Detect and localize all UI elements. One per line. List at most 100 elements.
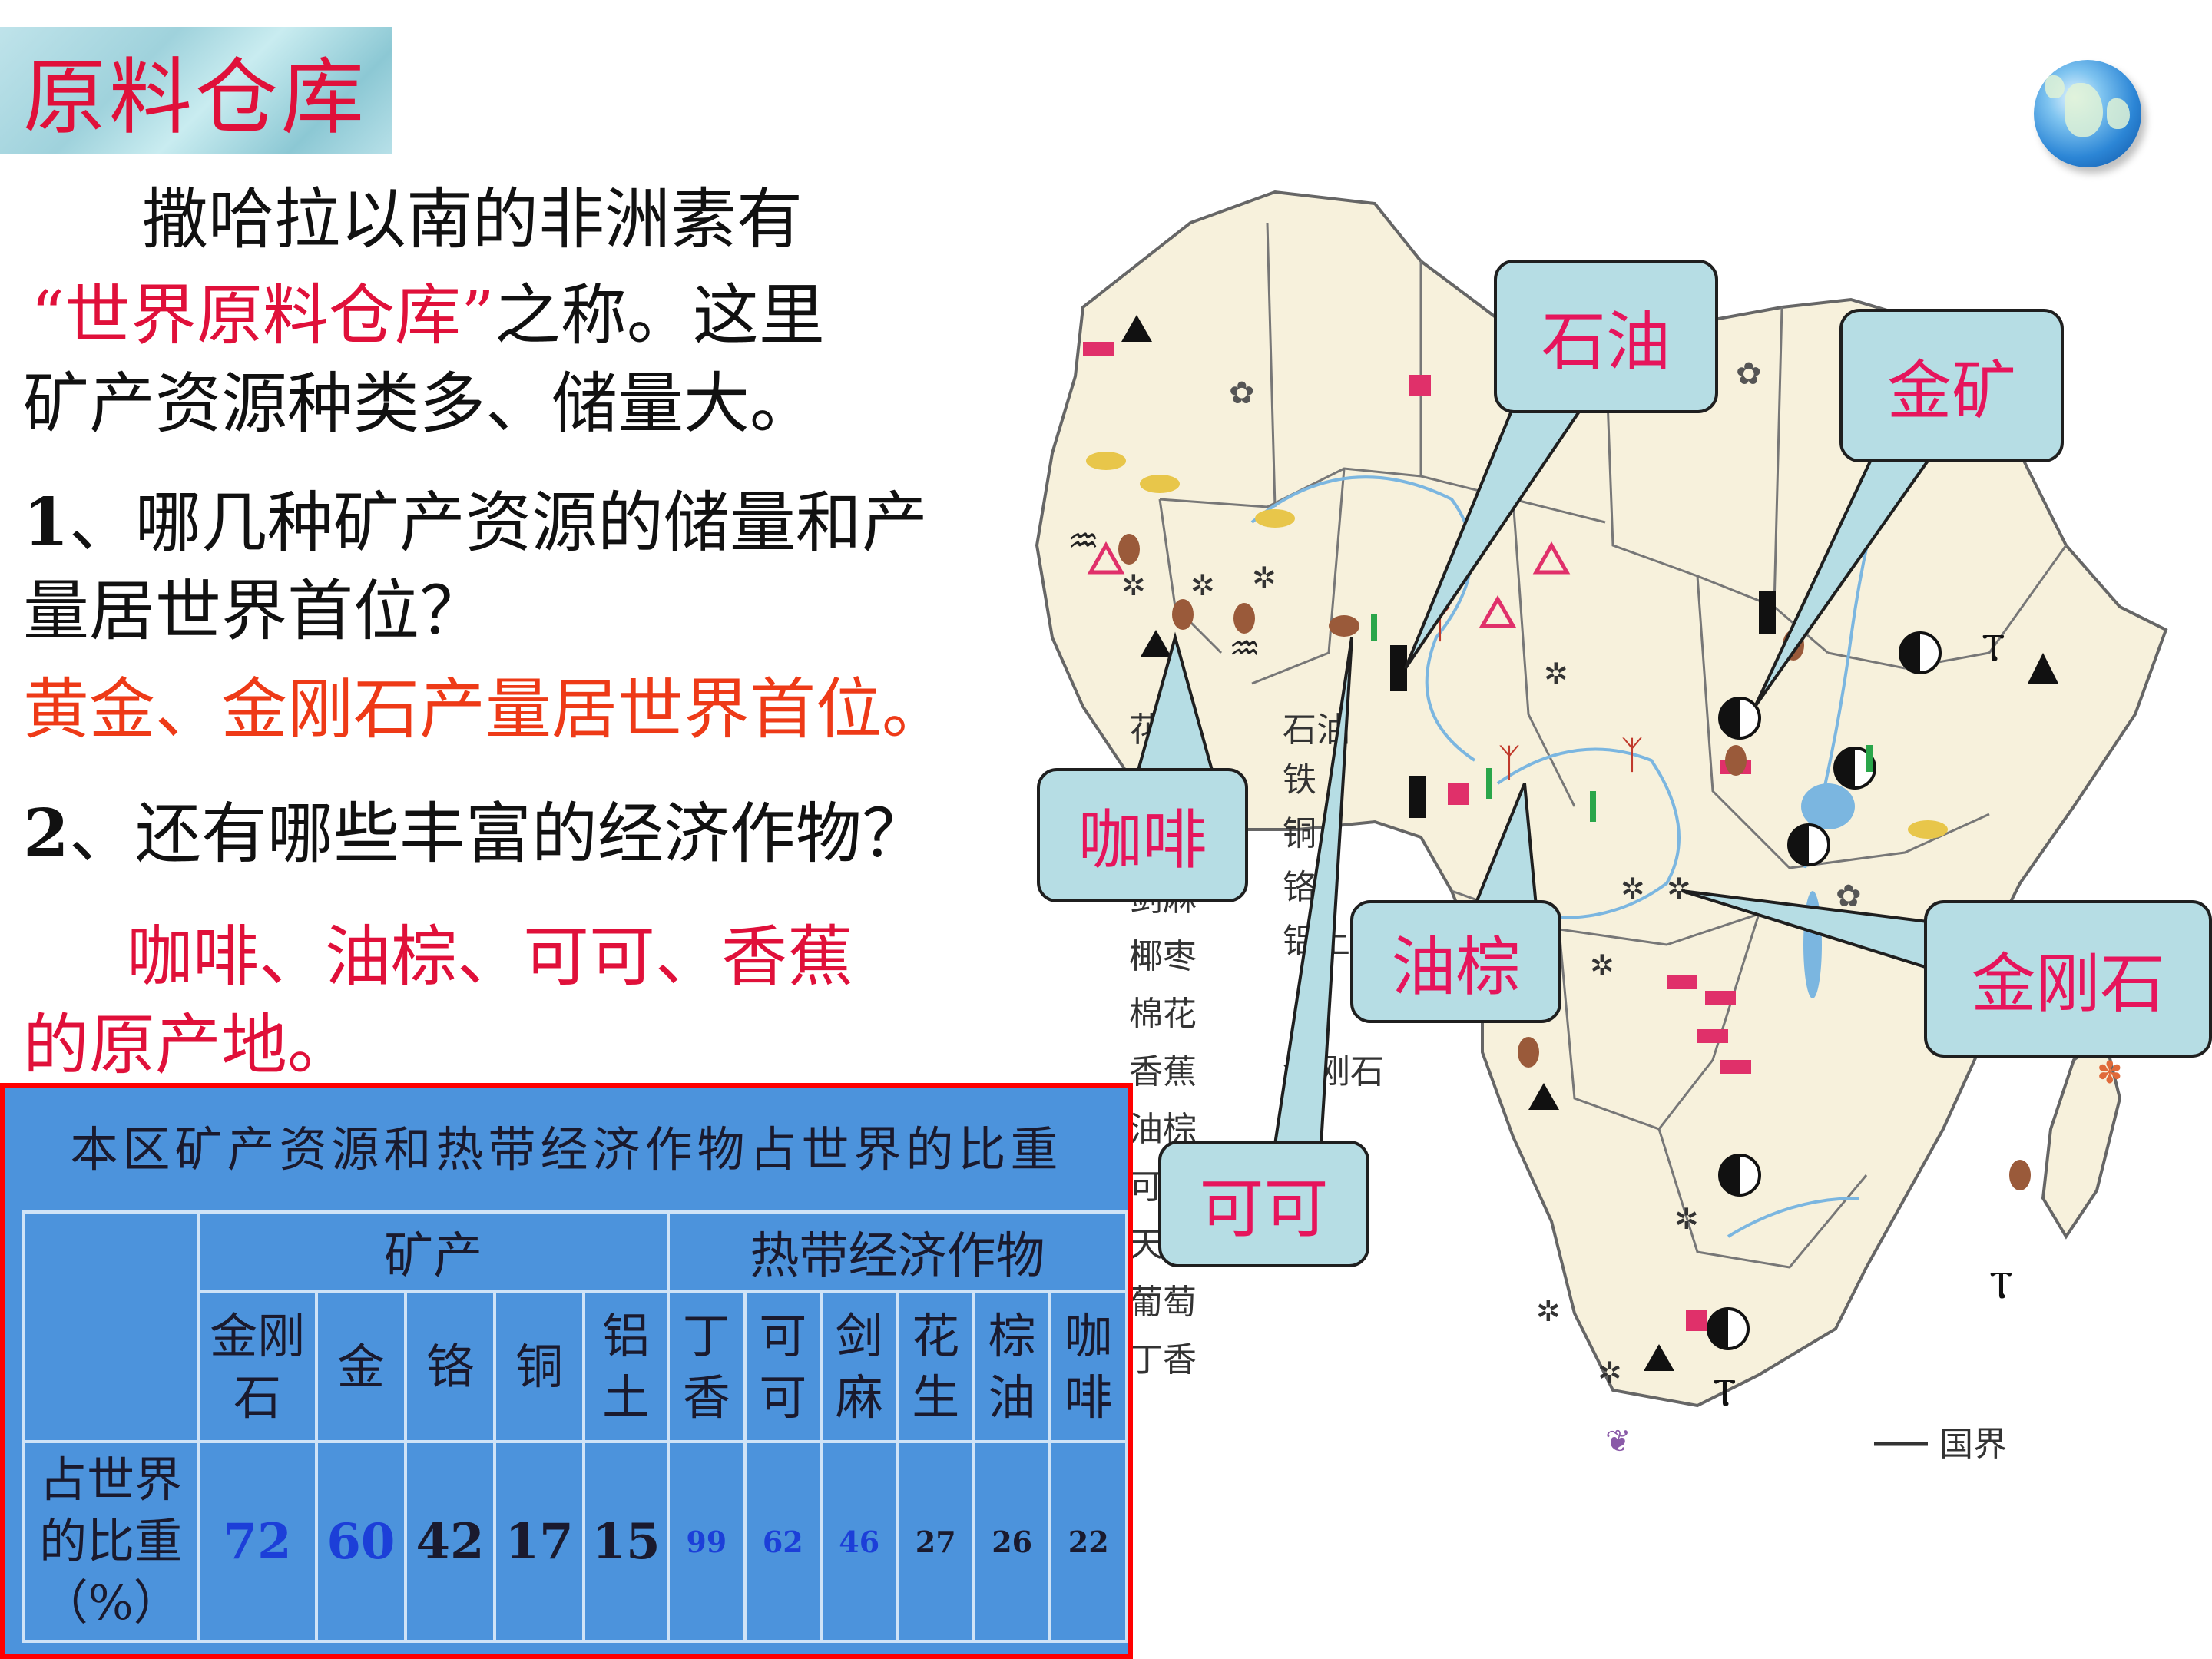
coffee-bean-icon [1329,615,1359,637]
copper-icon [1667,975,1697,989]
diamond-icon: ✲ [1190,568,1215,602]
iron-icon [1532,541,1571,575]
border-legend-label: 国界 [1939,1425,2007,1464]
oil-callout-pointer [1404,406,1585,670]
table-value-cell: 72 [197,1440,318,1643]
question-1-line-2: 量居世界首位？ [23,573,485,650]
table-item-header: 棕油 [972,1290,1052,1443]
copper-icon [1083,342,1114,356]
iron-icon [1087,541,1125,575]
callout-oil: 石油 [1494,260,1718,413]
bauxite-icon [1121,315,1152,342]
diamond-icon: ✲ [1544,657,1568,690]
legend-item: 葡萄 [1129,1283,1197,1322]
table-value-cell: 62 [743,1440,823,1643]
table-item-header: 金刚石 [197,1290,318,1443]
question-2-text: 、还有哪些丰富的经济作物？ [68,796,928,873]
diamond-icon: ✲ [1674,1202,1699,1236]
callout-gold: 金矿 [1839,309,2064,462]
oil-well-icon [1390,645,1407,691]
question-2-answer-line-1: 咖啡、油棕、可可、香蕉 [127,919,853,995]
bauxite-icon [1528,1083,1559,1110]
legend-item: 椰枣 [1129,937,1197,976]
table-item-header: 剑麻 [819,1290,899,1443]
legend-item: 铜 [1283,814,1316,853]
oil-palm-icon: ᛉ [1498,740,1521,785]
sisal-icon [1866,745,1873,772]
copper-icon [1705,991,1736,1005]
coffee-bean-icon [1518,1037,1539,1068]
callout-coffee: 咖啡 [1037,768,1248,902]
diamond-icon: ✲ [1121,568,1146,602]
minerals-group-header: 矿产 [197,1210,671,1293]
table-item-header: 金 [314,1290,407,1443]
peanut-icon [1255,509,1295,528]
diamond-callout-pointer [1681,889,1929,970]
intro-line-2: “世界原料仓库”之称。这里 [31,273,825,359]
diamond-icon: ✲ [1598,1356,1622,1389]
iron-icon [1479,594,1517,628]
oil-well-icon [1409,776,1426,818]
sisal-icon [1486,768,1492,799]
coffee-bean-icon [2009,1160,2031,1190]
bauxite-icon [1141,630,1171,657]
callout-oil-palm: 油棕 [1350,900,1561,1023]
diamond-icon: ✲ [1536,1294,1561,1328]
coffee-callout-pointer [1134,631,1216,777]
banana-icon: ♒ [1068,520,1099,561]
map-symbols: ᛉ ᛉ ᛉ ✲ ✲ ✲ ✲ ✲ ✲ ✲ ✲ ✲ ✲ ✿ ✿ ✿ ✽ ✽ ✽ [1068,315,2123,1459]
oil-well-icon [1759,591,1776,634]
coffee-bean-icon [1725,745,1747,776]
lake-victoria [1801,783,1855,830]
gold-icon [1707,1307,1750,1350]
question-1-number: 1 [23,484,69,561]
cotton-icon: ✿ [1736,356,1762,392]
question-2-line-1: 2、还有哪些丰富的经济作物？ [23,791,928,877]
row-label-cell: 占世界的比重（%） [21,1440,200,1643]
bauxite-icon [1644,1344,1674,1371]
country-borders [1158,222,2068,1269]
sisal-icon [1590,791,1596,822]
table-value-cell: 42 [403,1440,497,1643]
coffee-bean-icon [1118,534,1140,565]
diamond-icon: ✲ [1252,561,1277,594]
map-legend: 花生 咖啡 剑麻 椰枣 棉花 香蕉 油棕 可可 天然橡胶 葡萄 丁香 石油 铁 … [1129,710,2007,1464]
gold-callout-pointer [1753,451,1931,708]
cotton-icon: ✿ [1229,376,1255,411]
coffee-bean-icon [1172,599,1194,630]
banana-icon: ♒ [1229,628,1260,669]
diamond-icon: ✲ [1590,949,1614,982]
copper-icon [1697,1029,1728,1043]
diamond-icon: ✲ [1621,872,1645,906]
table-value-cell: 15 [582,1440,671,1643]
peanut-icon [1086,452,1126,470]
rubber-tree-icon: Ⲧ [1982,625,2005,670]
oil-palm-callout-pointer [1472,783,1538,908]
question-1-text: 、哪几种矿产资源的储量和产 [68,485,928,561]
table-value-cell: 27 [896,1440,975,1643]
question-2-answer-line-2: 的原产地。 [23,1007,353,1084]
cocoa-callout-pointer [1273,637,1353,1146]
table-value-cell: 26 [972,1440,1052,1643]
table-item-row: 金刚石金铬铜铝土丁香可可剑麻花生棕油咖啡 [23,1290,1128,1443]
legend-item: 香蕉 [1129,1052,1197,1091]
intro-line-2-rest: 之称。这里 [494,277,825,354]
peanut-icon [1908,820,1948,839]
question-1-answer: 黄金、金刚石产量居世界首位。 [23,671,948,748]
peanut-icon [1140,475,1180,493]
table-item-header: 铝土 [582,1290,671,1443]
crops-group-header: 热带经济作物 [667,1210,1128,1293]
oil-palm-icon: ᛉ [1621,733,1644,777]
gold-icon [1718,697,1761,740]
question-1-line-1: 1、哪几种矿产资源的储量和产 [23,480,928,566]
callout-diamond: 金刚石 [1924,900,2212,1058]
table-item-header: 花生 [896,1290,975,1443]
cotton-icon: ✿ [1836,879,1862,914]
intro-line-1: 撒哈拉以南的非洲素有 [142,181,803,258]
callout-cocoa: 可可 [1158,1141,1369,1267]
question-2-number: 2 [23,795,69,873]
legend-item: 棉花 [1129,995,1197,1034]
diamond-icon: ✲ [1667,872,1691,906]
